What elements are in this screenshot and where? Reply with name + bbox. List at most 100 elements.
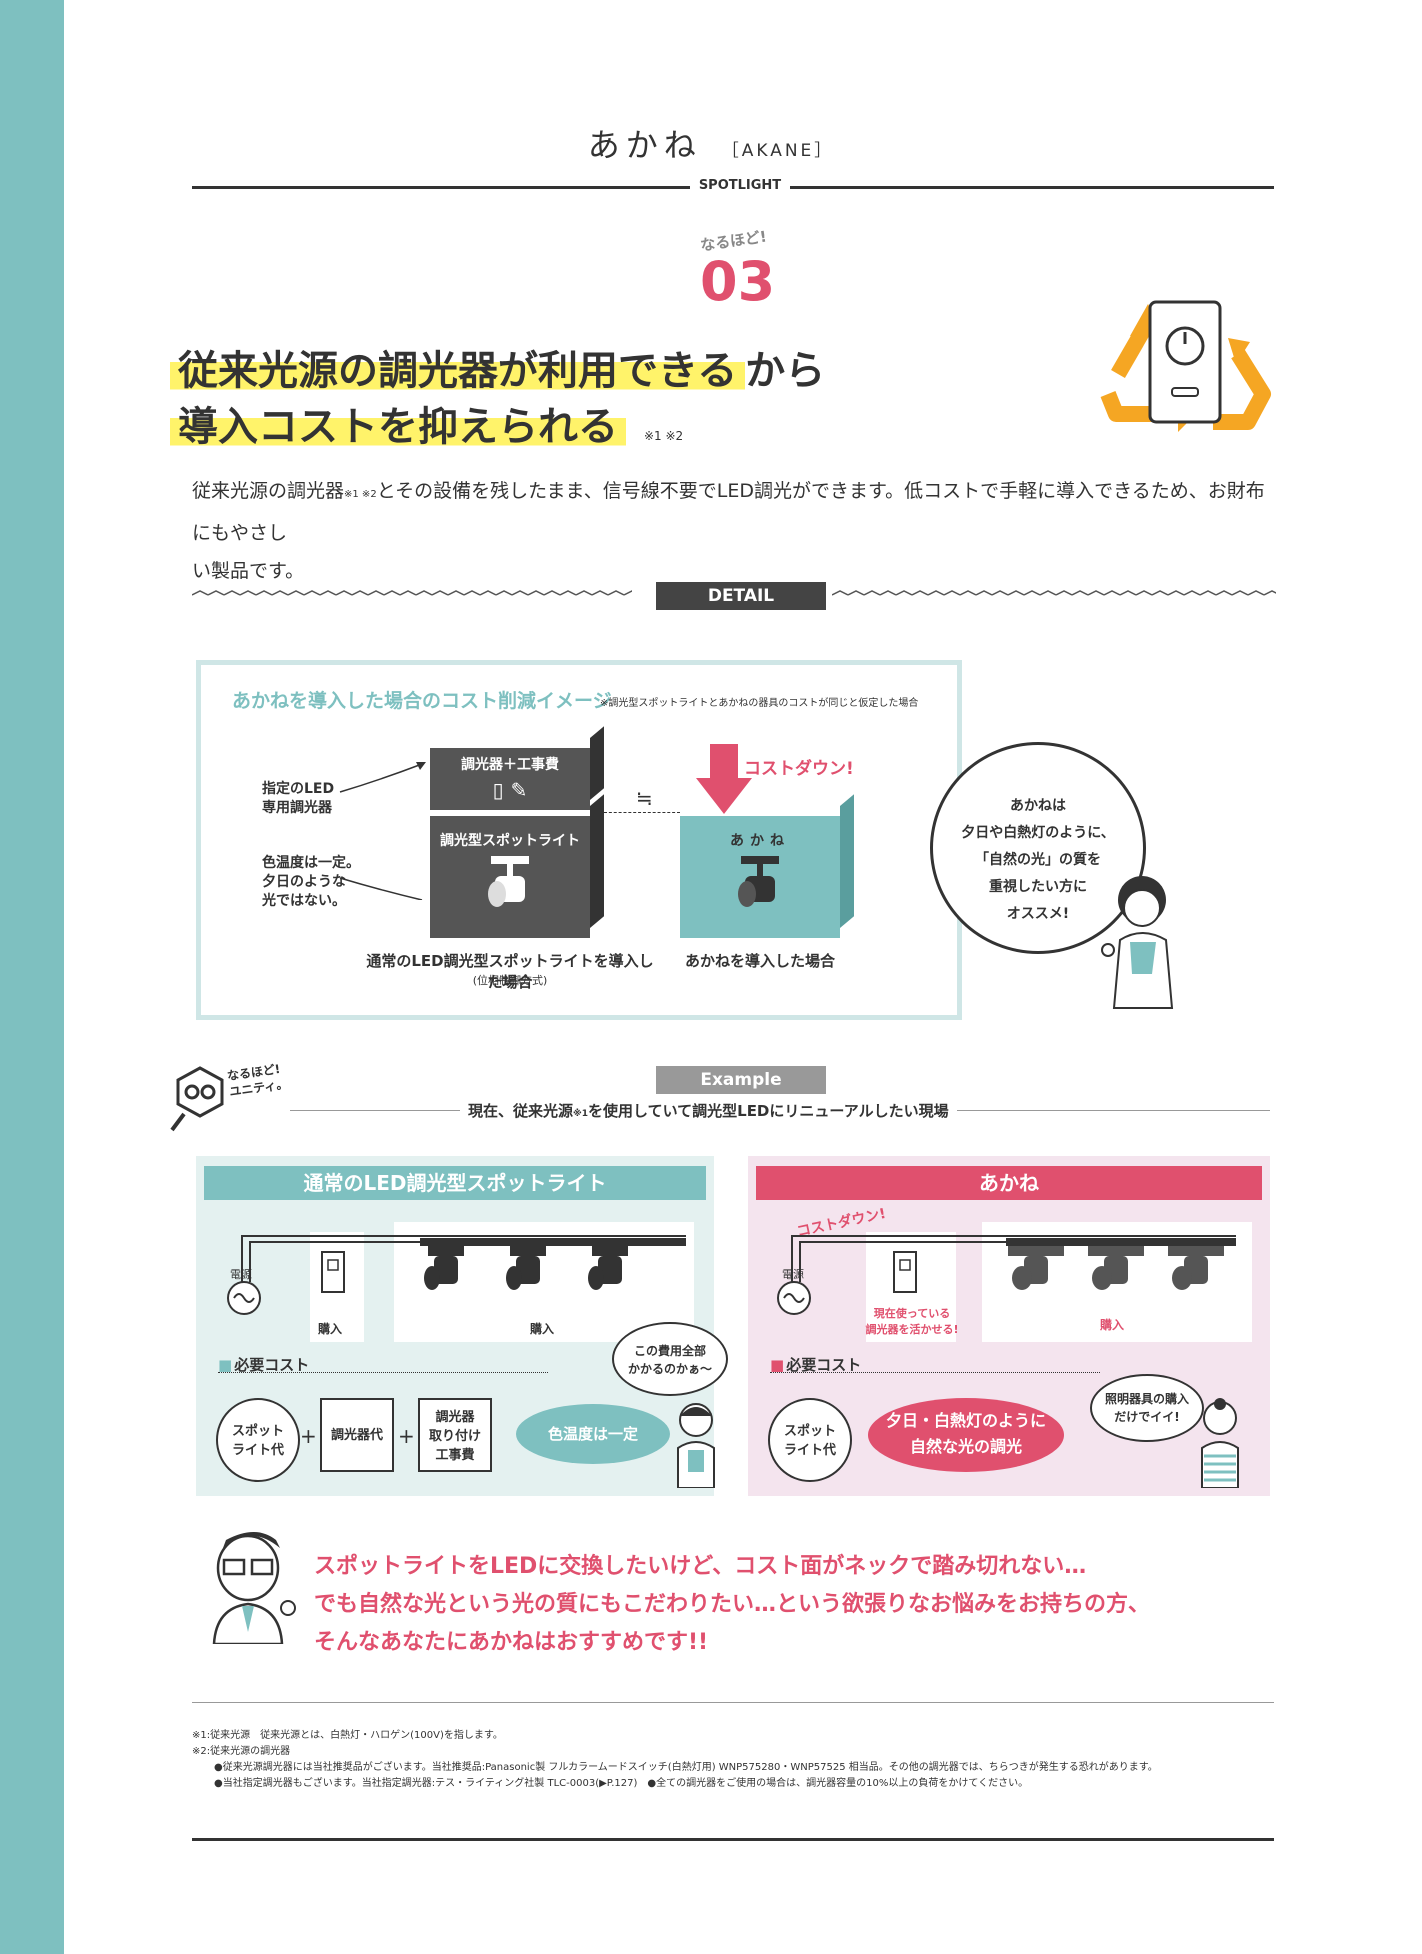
- akane-band: あかね: [756, 1166, 1262, 1200]
- footnote-3: ●従来光源調光器には当社推奨品がございます。当社推奨品:Panasonic製 フ…: [214, 1762, 1158, 1773]
- bubble-line-1: あかねは: [1010, 798, 1066, 814]
- headline-rest: から: [745, 348, 826, 394]
- label-dimmer: 指定のLED 専用調光器: [262, 780, 334, 818]
- reuse-line-1: 現在使っている: [873, 1307, 951, 1320]
- bubble-line-5: オススメ!: [1006, 906, 1070, 922]
- left-need-cost: 必要コスト: [218, 1354, 309, 1375]
- box-side-2: [590, 794, 604, 928]
- left-need-rule: [218, 1372, 548, 1373]
- right-cost-1: スポット: [783, 1424, 836, 1439]
- right-power-label: 電源: [782, 1268, 804, 1281]
- bubble-line-3: 「自然の光」の質を: [975, 852, 1101, 868]
- right-buy: 購入: [1100, 1318, 1125, 1332]
- intro-notes: ※1 ※2: [344, 489, 377, 500]
- box-spotlight: 調光型スポットライト: [430, 816, 590, 938]
- cost-install-box: 調光器 取り付け 工事費: [418, 1398, 492, 1472]
- label-color-temp: 色温度は一定。 夕日のような 光ではない。: [262, 854, 360, 911]
- box-dimmer-cost-label: 調光器＋工事費: [461, 757, 559, 773]
- caption-left-sub: (位相制御方式): [472, 974, 548, 987]
- category-label: SPOTLIGHT: [690, 178, 790, 193]
- headline-highlight: 従来光源の調光器が利用できる: [170, 348, 746, 394]
- detail-tag: DETAIL: [656, 582, 826, 610]
- cost-spotlight-2: ライト代: [231, 1443, 284, 1458]
- right-cost-circle: スポット ライト代: [768, 1398, 852, 1482]
- label-dimmer-1: 指定のLED: [262, 781, 335, 797]
- example-subtitle: 現在、従来光源※1を使用していて調光型LEDにリニューアルしたい現場: [460, 1100, 957, 1121]
- left-power-label: 電源: [230, 1268, 252, 1281]
- cost-panel-title: あかねを導入した場合のコスト削減イメージ: [232, 690, 612, 712]
- unity-label: なるほど! ユニティ。: [226, 1060, 289, 1100]
- headline-line-2: 導入コストを抑えられる ※1 ※2: [170, 394, 683, 452]
- down-arrow-icon: [696, 744, 752, 814]
- title-ja: あかね: [587, 126, 702, 164]
- intro-text-1: 従来光源の調光器: [192, 480, 345, 502]
- feature-number: 03: [700, 250, 776, 313]
- message-line-1: スポットライトをLEDに交換したいけど、コスト面がネックで踏み切れない…: [314, 1554, 1087, 1579]
- footer-rule: [192, 1838, 1274, 1841]
- right-cost-2: ライト代: [783, 1443, 836, 1458]
- natural-pill-2: 自然な光の調光: [909, 1437, 1022, 1456]
- cost-panel-note: ※調光型スポットライトとあかねの器具のコストが同じと仮定した場合: [600, 698, 919, 709]
- box-akane-label: あかね: [730, 833, 790, 849]
- label-color-2: 夕日のような: [262, 874, 346, 890]
- right-character: [1201, 1398, 1239, 1488]
- pointer-arrows: [339, 762, 426, 900]
- label-color-3: 光ではない。: [262, 893, 346, 909]
- message-line-3: そんなあなたにあかねはおすすめです!!: [314, 1630, 709, 1655]
- right-need-rule: [770, 1372, 1100, 1373]
- cost-install-3: 工事費: [435, 1448, 475, 1463]
- cost-install-2: 取り付け: [428, 1429, 481, 1444]
- headline-line-1: 従来光源の調光器が利用できるから: [170, 338, 825, 396]
- conventional-band: 通常のLED調光型スポットライト: [204, 1166, 706, 1200]
- headline-highlight-2: 導入コストを抑えられる: [170, 404, 626, 450]
- cost-spotlight-circle: スポット ライト代: [216, 1398, 300, 1482]
- right-need-cost: 必要コスト: [770, 1354, 861, 1375]
- box-spotlight-label: 調光型スポットライト: [440, 833, 580, 849]
- cost-down-label: コストダウン!: [744, 759, 854, 779]
- plus-sign: +: [300, 1424, 317, 1448]
- left-bubble-2: かかるのかぁ〜: [627, 1362, 712, 1376]
- side-band: [0, 0, 64, 1954]
- color-temp-pill: 色温度は一定: [516, 1404, 670, 1464]
- subtitle-2: を使用していて調光型LEDにリニューアルしたい現場: [588, 1102, 949, 1120]
- bubble-line-2: 夕日や白熱灯のように、: [961, 825, 1115, 841]
- caption-right: あかねを導入した場合: [684, 952, 835, 970]
- left-character: [677, 1403, 715, 1488]
- intro-text-3: い製品です。: [192, 560, 305, 582]
- natural-light-pill: 夕日・白熱灯のように 自然な光の調光: [868, 1398, 1064, 1472]
- wavy-divider: [192, 588, 1276, 602]
- cost-spotlight-1: スポット: [231, 1424, 284, 1439]
- page-title: あかね ［AKANE］: [0, 120, 1422, 166]
- right-bubble-2: だけでイイ!: [1114, 1410, 1180, 1424]
- left-wiring-diagram: [227, 1235, 686, 1315]
- box-side: [590, 726, 604, 800]
- natural-pill-1: 夕日・白熱灯のように: [885, 1411, 1046, 1430]
- left-buy-1: 購入: [318, 1322, 343, 1336]
- footnote-rule: [192, 1702, 1274, 1703]
- left-buy-2: 購入: [530, 1322, 555, 1336]
- headline-notes: ※1 ※2: [644, 429, 684, 443]
- footnote-2: ※2:従来光源の調光器: [192, 1746, 291, 1757]
- example-tag: Example: [656, 1066, 826, 1094]
- magnifier-icon: [170, 1066, 224, 1132]
- box-akane-side: [840, 794, 854, 928]
- right-speech-bubble: 照明器具の購入 だけでイイ!: [1090, 1374, 1204, 1442]
- wrench-icon: ▯ ✎: [492, 778, 528, 802]
- spotlight-icon-white: [488, 856, 529, 907]
- caption-left: 通常のLED調光型スポットライトを導入した場合: [366, 952, 654, 991]
- right-reuse-label: 現在使っている 調光器を活かせる!: [862, 1306, 962, 1338]
- left-bubble-1: この費用全部: [633, 1344, 706, 1358]
- man-with-glasses-illustration: [212, 1532, 296, 1644]
- right-wiring-diagram: [777, 1235, 1236, 1315]
- approx-sign: ≒: [636, 786, 653, 810]
- recommend-bubble: あかねは 夕日や白熱灯のように、 「自然の光」の質を 重視したい方に オススメ!: [930, 742, 1146, 954]
- spotlight-icon-dark: [738, 856, 779, 907]
- subtitle-note: ※1: [573, 1109, 589, 1119]
- cost-dimmer-box: 調光器代: [320, 1398, 394, 1472]
- reuse-line-2: 調光器を活かせる!: [865, 1323, 959, 1336]
- recycle-dimmer-icon: [1100, 300, 1271, 432]
- left-speech-bubble: この費用全部 かかるのかぁ〜: [612, 1322, 728, 1396]
- title-en: ［AKANE］: [721, 141, 835, 161]
- intro-text-2: とその設備を残したまま、信号線不要でLED調光ができます。低コストで手軽に導入で…: [192, 480, 1265, 544]
- footnote-4: ●当社指定調光器もございます。当社指定調光器:テス・ライティング社製 TLC-0…: [214, 1778, 1029, 1789]
